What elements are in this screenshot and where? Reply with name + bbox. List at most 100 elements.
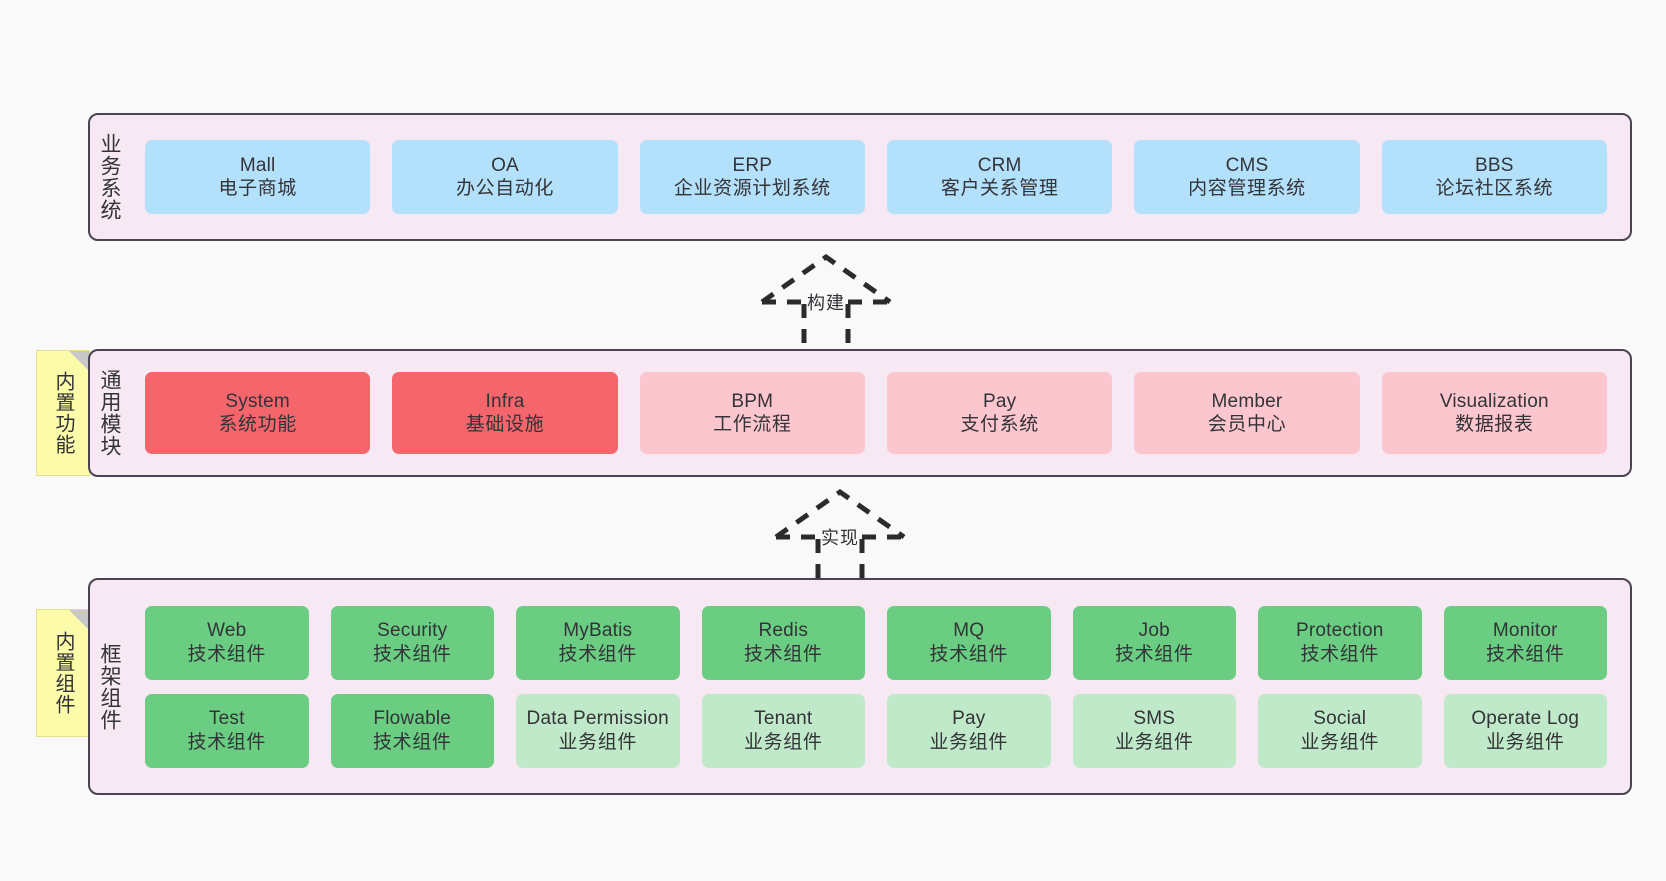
card-title: Flowable: [373, 708, 452, 730]
card-subtitle: 工作流程: [713, 414, 792, 435]
card-subtitle: 技术组件: [1115, 643, 1194, 665]
card-subtitle: 业务组件: [744, 731, 823, 753]
card-test[interactable]: Test 技术组件: [145, 693, 309, 768]
card-subtitle: 业务组件: [929, 731, 1008, 753]
layer-title-common-modules: 通用模块: [98, 369, 122, 457]
note-builtin-components: 内置组件: [36, 609, 90, 737]
card-slot: Operate Log 业务组件: [1433, 693, 1619, 768]
card-job[interactable]: Job 技术组件: [1072, 605, 1236, 680]
card-tenant[interactable]: Tenant 业务组件: [701, 693, 865, 768]
card-subtitle: 基础设施: [465, 414, 545, 435]
business-system-row: Mall 电子商城 OA 办公自动化 ERP 企业资源计划系统: [134, 140, 1618, 214]
card-infra[interactable]: Infra 基础设施: [392, 372, 618, 454]
card-title: Monitor: [1492, 620, 1558, 642]
card-title: Mall: [239, 154, 276, 176]
card-slot: Monitor 技术组件: [1433, 605, 1619, 680]
card-slot: Redis 技术组件: [691, 605, 877, 680]
card-title: CRM: [977, 154, 1022, 176]
card-subtitle: 技术组件: [744, 643, 823, 665]
card-slot: SMS 业务组件: [1062, 693, 1248, 768]
card-slot: Job 技术组件: [1062, 605, 1248, 680]
card-bpm[interactable]: BPM 工作流程: [639, 372, 865, 454]
card-visualization[interactable]: Visualization 数据报表: [1381, 372, 1607, 454]
card-title: BPM: [731, 390, 774, 412]
card-member[interactable]: Member 会员中心: [1134, 372, 1360, 454]
framework-tech-row: Web 技术组件 Security 技术组件 MyBatis 技术组件: [134, 605, 1619, 680]
card-slot: MyBatis 技术组件: [505, 605, 691, 680]
card-system[interactable]: System 系统功能: [145, 372, 371, 454]
layer-title-business-system: 业务系统: [98, 133, 122, 221]
card-pay-component[interactable]: Pay 业务组件: [887, 693, 1051, 768]
card-title: System: [225, 390, 290, 412]
card-slot: Web 技术组件: [134, 605, 320, 680]
card-title: Job: [1138, 620, 1170, 642]
arrowhead-open: [760, 253, 892, 305]
card-title: Pay: [982, 390, 1017, 412]
card-mq[interactable]: MQ 技术组件: [887, 605, 1051, 680]
card-subtitle: 论坛社区系统: [1435, 178, 1554, 199]
card-slot: Tenant 业务组件: [691, 693, 877, 768]
card-flowable[interactable]: Flowable 技术组件: [330, 693, 494, 768]
card-subtitle: 业务组件: [558, 731, 637, 753]
card-slot: CMS 内容管理系统: [1123, 140, 1370, 214]
card-subtitle: 技术组件: [929, 643, 1008, 665]
card-data-permission[interactable]: Data Permission 业务组件: [516, 693, 680, 768]
card-protection[interactable]: Protection 技术组件: [1258, 605, 1422, 680]
card-erp[interactable]: ERP 企业资源计划系统: [639, 140, 865, 214]
card-security[interactable]: Security 技术组件: [330, 605, 494, 680]
card-title: Infra: [485, 390, 525, 412]
card-subtitle: 客户关系管理: [940, 178, 1059, 199]
card-operate-log[interactable]: Operate Log 业务组件: [1443, 693, 1607, 768]
card-web[interactable]: Web 技术组件: [145, 605, 309, 680]
card-subtitle: 数据报表: [1455, 414, 1534, 435]
card-title: Test: [208, 708, 245, 730]
layer-framework-components[interactable]: 框架组件 Web 技术组件 Security 技术组件: [88, 578, 1632, 795]
framework-business-row: Test 技术组件 Flowable 技术组件 Data Permission …: [134, 693, 1619, 768]
card-title: Member: [1211, 390, 1283, 412]
card-pay[interactable]: Pay 支付系统: [886, 372, 1113, 454]
card-title: Data Permission: [526, 708, 669, 730]
card-redis[interactable]: Redis 技术组件: [701, 605, 865, 680]
card-slot: ERP 企业资源计划系统: [629, 140, 876, 214]
card-subtitle: 会员中心: [1207, 414, 1287, 435]
card-bbs[interactable]: BBS 论坛社区系统: [1381, 140, 1607, 214]
card-slot: Social 业务组件: [1247, 693, 1433, 768]
card-slot: System 系统功能: [134, 372, 381, 454]
layer-business-system[interactable]: 业务系统 Mall 电子商城 OA 办公自动化 E: [88, 113, 1632, 241]
card-slot: Visualization 数据报表: [1371, 372, 1618, 454]
card-monitor[interactable]: Monitor 技术组件: [1443, 605, 1607, 680]
card-slot: Security 技术组件: [320, 605, 506, 680]
card-subtitle: 企业资源计划系统: [673, 178, 831, 199]
card-slot: Member 会员中心: [1123, 372, 1370, 454]
connector-build: 构建: [726, 252, 926, 362]
card-title: BBS: [1474, 154, 1514, 176]
card-slot: Mall 电子商城: [134, 140, 381, 214]
layer-title-framework-components: 框架组件: [98, 642, 122, 731]
card-subtitle: 系统功能: [218, 414, 297, 435]
card-mall[interactable]: Mall 电子商城: [145, 140, 371, 214]
card-cms[interactable]: CMS 内容管理系统: [1134, 140, 1360, 214]
card-subtitle: 内容管理系统: [1188, 178, 1306, 199]
card-crm[interactable]: CRM 客户关系管理: [886, 140, 1113, 214]
card-slot: Protection 技术组件: [1247, 605, 1433, 680]
card-sms[interactable]: SMS 业务组件: [1072, 693, 1236, 768]
card-title: Tenant: [754, 708, 813, 730]
card-subtitle: 技术组件: [373, 731, 452, 753]
card-title: CMS: [1225, 154, 1269, 176]
card-subtitle: 技术组件: [373, 643, 452, 665]
card-title: Social: [1313, 708, 1367, 730]
card-subtitle: 电子商城: [218, 178, 297, 199]
card-subtitle: 技术组件: [187, 643, 266, 665]
card-title: OA: [491, 154, 519, 176]
layer-common-modules[interactable]: 通用模块 System 系统功能 Infra 基础设施: [88, 349, 1632, 477]
card-slot: CRM 客户关系管理: [876, 140, 1123, 214]
card-oa[interactable]: OA 办公自动化: [392, 140, 618, 214]
card-mybatis[interactable]: MyBatis 技术组件: [516, 605, 680, 680]
card-social[interactable]: Social 业务组件: [1258, 693, 1422, 768]
card-subtitle: 技术组件: [558, 643, 637, 665]
card-title: Operate Log: [1471, 708, 1580, 730]
card-title: Security: [377, 620, 448, 642]
card-slot: Pay 业务组件: [876, 693, 1062, 768]
card-slot: BBS 论坛社区系统: [1371, 140, 1618, 214]
